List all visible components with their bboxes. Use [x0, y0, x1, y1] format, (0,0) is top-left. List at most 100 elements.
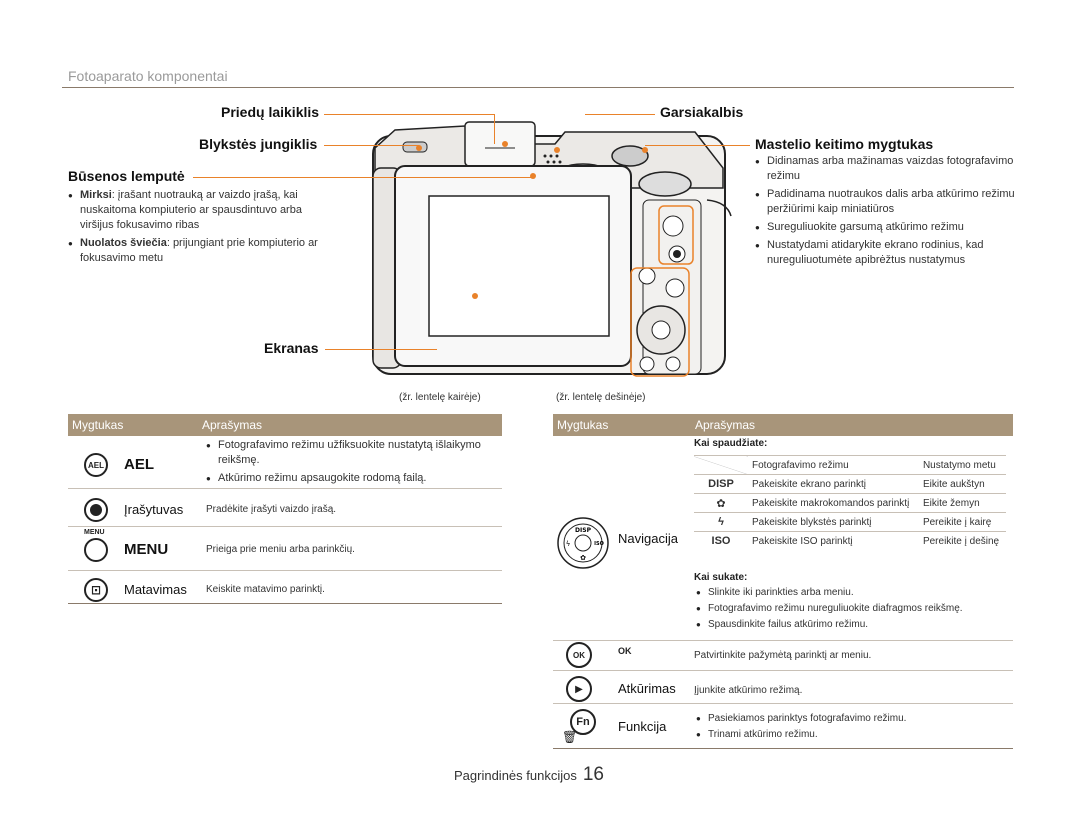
zoom-notes: Didinamas arba mažinamas vaizdas fotogra… — [755, 154, 1020, 271]
ok-icon: OK — [566, 642, 592, 668]
ok-desc: Patvirtinkite pažymėtą parinktį ar meniu… — [694, 650, 872, 661]
disp-icon: DISP — [694, 474, 748, 494]
metering-desc: Keiskite matavimo parinktį. — [206, 584, 325, 595]
iso-icon: ISO — [694, 531, 748, 551]
nav-turn-label: Kai sukate: — [694, 572, 748, 583]
trash-icon: 🗑 — [562, 730, 578, 744]
record-desc: Pradėkite įrašyti vaizdo įrašą. — [206, 504, 337, 515]
metering-name: Matavimas — [124, 582, 187, 597]
leader-flash — [324, 145, 419, 146]
caption-right: (žr. lentelę dešinėje) — [556, 392, 646, 403]
leader-speaker — [585, 114, 655, 115]
ael-desc-1: Fotografavimo režimu užfiksuokite nustat… — [206, 438, 496, 468]
turn-note: Spausdinkite failus atkūrimo režimu. — [696, 618, 1016, 631]
ael-icon: AEL — [84, 453, 108, 477]
ael-desc-2: Atkūrimo režimu apsaugokite rodomą failą… — [206, 471, 496, 486]
record-icon — [84, 498, 108, 522]
leader-accessory — [324, 114, 494, 115]
table-row-divider — [553, 640, 1013, 641]
nav-pressed-table: Fotografavimo režimu Nustatymo metu DISP… — [694, 455, 1006, 551]
label-flash-switch: Blykstės jungiklis — [199, 136, 318, 152]
svg-text:DISP: DISP — [575, 527, 592, 534]
metering-icon: ⊡ — [84, 578, 108, 602]
label-screen: Ekranas — [264, 340, 319, 356]
menu-icon — [84, 538, 108, 562]
right-col-desc: Aprašymas — [695, 418, 756, 432]
table-row-divider — [553, 703, 1013, 704]
label-zoom-button: Mastelio keitimo mygtukas — [755, 136, 934, 152]
label-speaker: Garsiakalbis — [660, 104, 744, 120]
playback-icon: ▶ — [566, 676, 592, 702]
lamp-note-steady: Nuolatos šviečia: prijungiant prie kompi… — [68, 236, 338, 266]
playback-name: Atkūrimas — [618, 681, 676, 696]
nav-row-a: Pakeiskite makrokomandos parinktį — [748, 493, 919, 513]
nav-row-a: Pakeiskite ekrano parinktį — [748, 474, 919, 494]
nav-row-b: Eikite žemyn — [918, 493, 1006, 513]
zoom-note: Nustatydami atidarykite ekrano rodinius,… — [755, 238, 1020, 268]
nav-row-b: Eikite aukštyn — [918, 474, 1006, 494]
table-row: ϟ Pakeiskite blykstės parinktį Pereikite… — [694, 512, 1006, 532]
nav-pressed-label: Kai spaudžiate: — [694, 438, 768, 449]
leader-zoom — [645, 145, 750, 146]
table-bottom-rule — [553, 748, 1013, 749]
zoom-note: Didinamas arba mažinamas vaizdas fotogra… — [755, 154, 1020, 184]
nav-dial-icon: DISP ISO ϟ ✿ — [557, 517, 609, 569]
turn-note: Slinkite iki parinkties arba meniu. — [696, 586, 1016, 599]
nav-row-b: Pereikite į kairę — [918, 512, 1006, 532]
flash-icon: ϟ — [694, 512, 748, 532]
record-name: Įrašytuvas — [124, 502, 184, 517]
nav-row-b: Pereikite į dešinę — [918, 531, 1006, 551]
nav-row-icon — [694, 455, 748, 475]
leader-screen — [325, 349, 437, 350]
table-row: Fotografavimo režimu Nustatymo metu — [694, 455, 1006, 475]
nav-row-b: Nustatymo metu — [918, 455, 1006, 475]
page-number: 16 — [582, 764, 604, 785]
svg-text:ISO: ISO — [594, 541, 604, 547]
left-col-button: Mygtukas — [72, 418, 124, 432]
right-col-button: Mygtukas — [557, 418, 609, 432]
table-row-divider — [68, 570, 502, 571]
section-title: Fotoaparato komponentai — [68, 68, 228, 84]
function-note: Trinami atkūrimo režimu. — [696, 728, 1006, 741]
leader-accessory-v — [494, 114, 495, 144]
menu-name: MENU — [124, 541, 169, 558]
table-row-divider — [553, 670, 1013, 671]
left-table-header: Mygtukas Aprašymas — [68, 414, 502, 436]
table-row: ✿ Pakeiskite makrokomandos parinktį Eiki… — [694, 493, 1006, 513]
nav-turn-notes: Slinkite iki parinkties arba meniu. Foto… — [696, 586, 1016, 634]
table-row: DISP Pakeiskite ekrano parinktį Eikite a… — [694, 474, 1006, 494]
svg-text:ϟ: ϟ — [566, 540, 571, 548]
nav-row-a: Fotografavimo režimu — [748, 455, 919, 475]
table-row-divider — [68, 488, 502, 489]
function-note: Pasiekiamos parinktys fotografavimo reži… — [696, 712, 1006, 725]
nav-row-a: Pakeiskite blykstės parinktį — [748, 512, 919, 532]
playback-desc: Įjunkite atkūrimo režimą. — [694, 685, 803, 696]
label-status-lamp: Būsenos lemputė — [68, 168, 185, 184]
label-accessory-holder: Priedų laikiklis — [221, 104, 320, 120]
status-lamp-notes: Mirksi: įrašant nuotrauką ar vaizdo įraš… — [68, 188, 338, 269]
table-row-divider — [68, 526, 502, 527]
camera-illustration — [372, 121, 732, 377]
zoom-note: Sureguliuokite garsumą atkūrimo režimu — [755, 220, 1020, 235]
nav-name: Navigacija — [618, 531, 678, 546]
left-col-desc: Aprašymas — [202, 418, 263, 432]
lamp-note-blink: Mirksi: įrašant nuotrauką ar vaizdo įraš… — [68, 188, 338, 233]
function-notes: Pasiekiamos parinktys fotografavimo reži… — [696, 712, 1006, 744]
leader-lamp — [193, 177, 533, 178]
svg-text:✿: ✿ — [580, 554, 586, 562]
table-bottom-rule — [68, 603, 502, 604]
right-table-header: Mygtukas Aprašymas — [553, 414, 1013, 436]
ok-small-icon: OK — [618, 646, 632, 656]
ael-desc: Fotografavimo režimu užfiksuokite nustat… — [206, 438, 496, 489]
menu-caption: MENU — [84, 529, 105, 536]
caption-left: (žr. lentelę kairėje) — [399, 392, 481, 403]
menu-desc: Prieiga prie meniu arba parinkčių. — [206, 544, 355, 555]
title-rule — [62, 87, 1014, 88]
macro-icon: ✿ — [694, 493, 748, 513]
footer-text: Pagrindinės funkcijos — [454, 768, 577, 783]
nav-row-a: Pakeiskite ISO parinktį — [748, 531, 919, 551]
fn-icon: Fn — [570, 709, 596, 735]
function-name: Funkcija — [618, 719, 667, 734]
zoom-note: Padidinama nuotraukos dalis arba atkūrim… — [755, 187, 1020, 217]
page-footer: Pagrindinės funkcijos 16 — [454, 764, 604, 786]
